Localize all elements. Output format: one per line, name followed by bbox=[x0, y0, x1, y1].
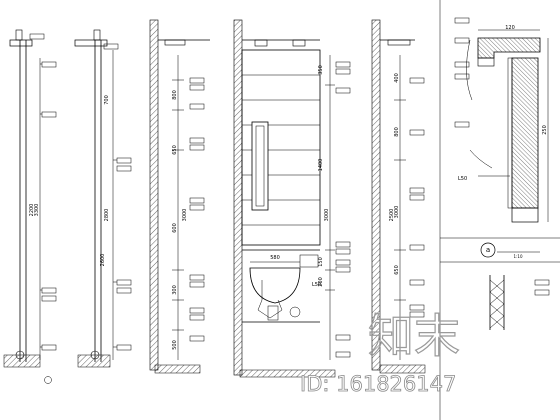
e3-dim-5: 300 bbox=[172, 285, 178, 295]
detail-marker-scale: 1:10 bbox=[514, 254, 523, 259]
e3-dim-2: 650 bbox=[172, 145, 178, 155]
watermark: 知末 ID: 161826147 bbox=[300, 308, 461, 396]
watermark-id: ID: 161826147 bbox=[300, 372, 456, 396]
e5-dim-1: 400 bbox=[394, 73, 400, 83]
e5-dim-5: 2500 bbox=[389, 209, 395, 222]
e3-dim-6: 500 bbox=[172, 340, 178, 350]
elevation-5: 400 800 3000 650 2500 bbox=[371, 19, 426, 374]
e4-width-dim: 580 bbox=[270, 255, 280, 261]
e4-dim-5: 150 bbox=[318, 257, 324, 267]
e2-dim-1: 700 bbox=[104, 95, 110, 105]
section-detail: 120 250 L50 bbox=[439, 0, 549, 420]
e2-dim-3: 2600 bbox=[100, 254, 106, 267]
e4-dim-1: 350 bbox=[318, 65, 324, 75]
elevation-2: 700 2800 2600 bbox=[74, 29, 132, 368]
e3-dim-1: 800 bbox=[172, 90, 178, 100]
lower-detail bbox=[489, 275, 550, 330]
elevation-3: 800 650 3000 600 300 500 bbox=[149, 19, 210, 374]
cabinet-l-label: L50 bbox=[312, 282, 321, 288]
e3-dim-4: 600 bbox=[172, 223, 178, 233]
e3-dim-3: 3000 bbox=[182, 209, 188, 222]
e1-dim-1: 3300 bbox=[34, 204, 40, 217]
detail-marker: a 1:10 bbox=[440, 237, 560, 263]
detail-l-label: L50 bbox=[458, 176, 467, 182]
e1-dim-2: 2200 bbox=[29, 204, 35, 217]
e4-dim-2: 1400 bbox=[318, 159, 324, 172]
e4-dim-3: 3000 bbox=[324, 209, 330, 222]
detail-top-width: 120 bbox=[505, 25, 515, 31]
elevation-1: 3300 2200 bbox=[3, 29, 57, 384]
e2-dim-2: 2800 bbox=[104, 209, 110, 222]
e5-dim-3: 3000 bbox=[394, 206, 400, 219]
e5-dim-4: 650 bbox=[394, 265, 400, 275]
elevation-4-cabinet: 580 350 1400 3000 150 200 L50 bbox=[233, 19, 351, 378]
e4-dim-6: 200 bbox=[318, 277, 324, 287]
e5-dim-2: 800 bbox=[394, 127, 400, 137]
detail-marker-letter: a bbox=[486, 246, 490, 254]
watermark-logo: 知末 bbox=[368, 309, 460, 363]
detail-height: 250 bbox=[542, 125, 548, 135]
